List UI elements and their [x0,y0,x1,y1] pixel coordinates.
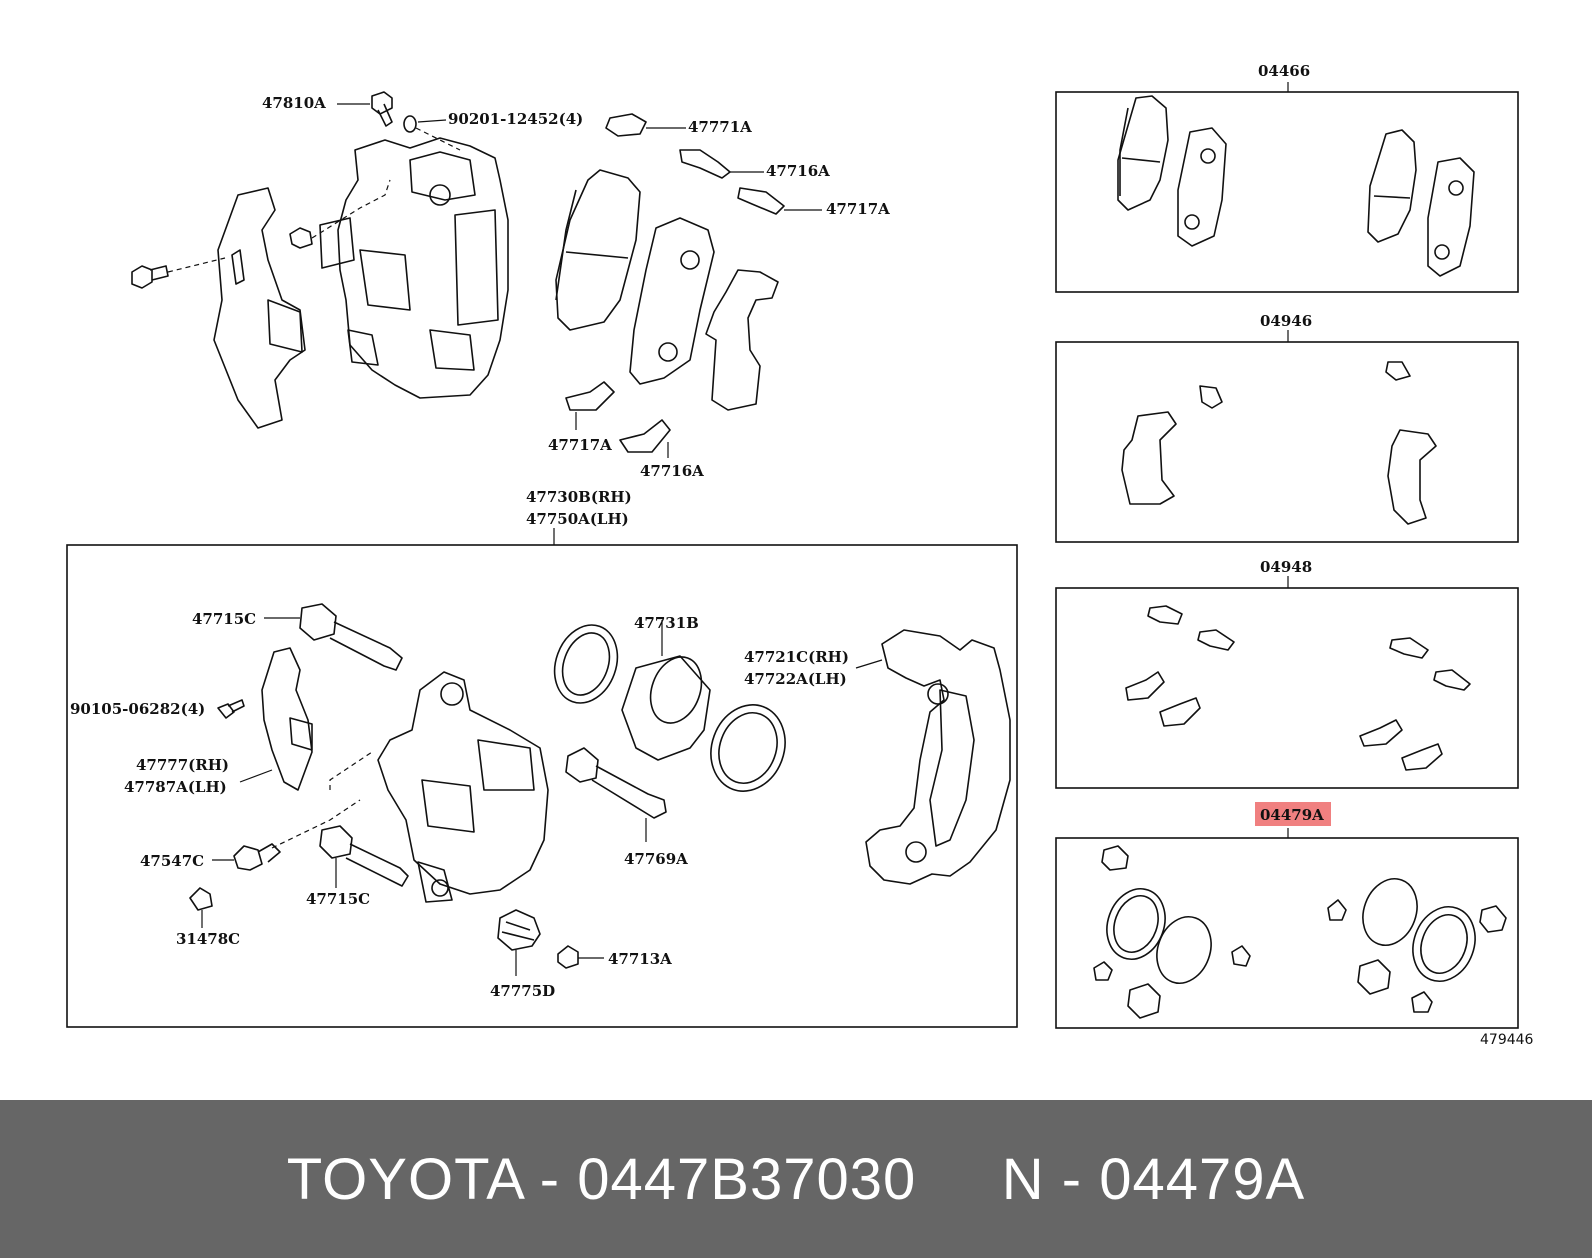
kit-label-04948: 04948 [1260,558,1312,576]
label-47787A-lh: 47787A(LH) [124,778,227,796]
label-47716A-top: 47716A [766,162,830,180]
caliper-subassembly-parts [189,603,1011,976]
label-47722A-lh: 47722A(LH) [744,670,847,688]
kit-04466-pads [1117,95,1475,277]
kit-label-highlight [1255,802,1331,826]
label-47721C-rh: 47721C(RH) [744,648,849,666]
kit-box-04948 [1055,587,1519,789]
caliper-subassembly-box [66,544,1018,1028]
label-47731B: 47731B [634,614,699,632]
label-31478C: 31478C [176,930,240,948]
kit-box-04479A [1055,837,1519,1029]
parts-diagram: 47810A 90201-12452(4) 47771A 47716A 4771… [66,62,1534,1048]
label-47713A: 47713A [608,950,672,968]
kit-label-04466: 04466 [1258,62,1310,80]
label-47715C-top: 47715C [192,610,256,628]
label-47750A-lh: 47750A(LH) [526,510,629,528]
kit-label-04479A: 04479A [1260,806,1324,824]
kit-label-04946: 04946 [1260,312,1312,330]
label-90105-06282: 90105-06282(4) [70,700,205,718]
label-47717A-bottom: 47717A [548,436,612,454]
label-47769A: 47769A [624,850,688,868]
part-number-caption: TOYOTA - 0447B37030 N - 04479A [286,1146,1306,1212]
label-47715C-bottom: 47715C [306,890,370,908]
pad-clips-top [565,113,822,458]
label-47775D: 47775D [490,982,555,1000]
label-47810A: 47810A [262,94,326,112]
label-47777-rh: 47777(RH) [136,756,229,774]
label-47717A-top: 47717A [826,200,890,218]
caliper-assembly-top [131,91,509,429]
kit-box-04466 [1055,91,1519,293]
label-47547C: 47547C [140,852,204,870]
diagram-reference-number: 479446 [1480,1032,1534,1048]
label-90201-12452: 90201-12452(4) [448,110,583,128]
kit-04479A-seals [1093,845,1507,1019]
brake-pads-top [555,169,779,411]
kit-box-04946 [1055,341,1519,543]
label-47730B-rh: 47730B(RH) [526,488,632,506]
kit-04948-clips [1125,605,1471,771]
footer-bar: TOYOTA - 0447B37030 N - 04479A [0,1100,1592,1258]
label-47771A: 47771A [688,118,752,136]
kit-04946-shims [1121,361,1437,525]
label-47716A-bottom: 47716A [640,462,704,480]
